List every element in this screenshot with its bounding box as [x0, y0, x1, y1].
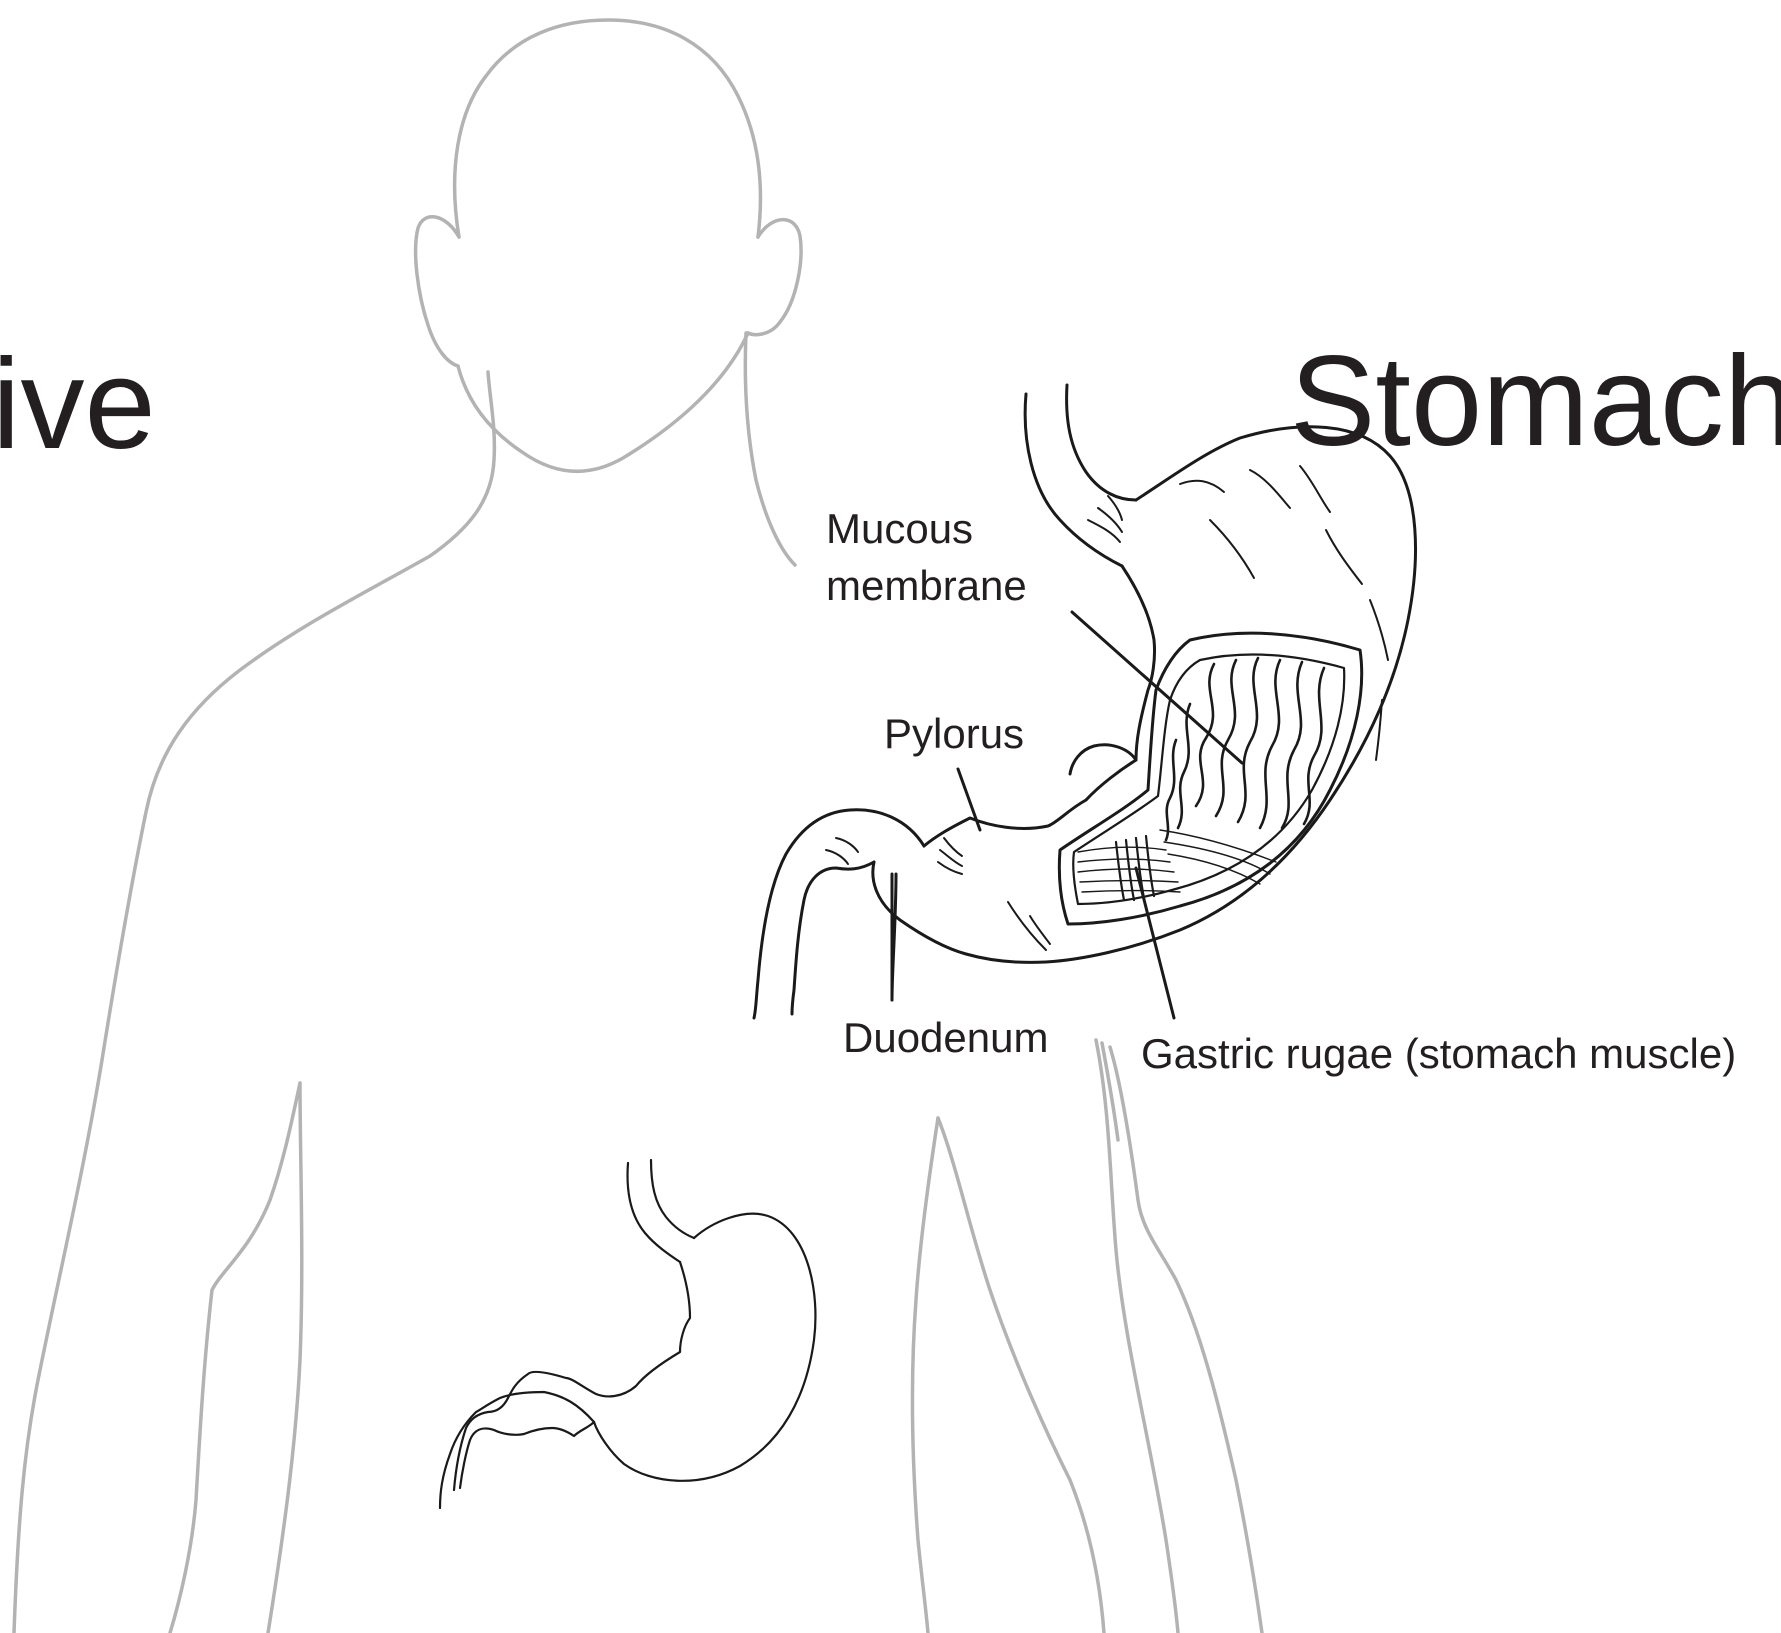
left-torso-side-outline	[268, 1083, 302, 1633]
pylorus-ring-1	[944, 838, 962, 856]
muscle-line-4	[1080, 881, 1178, 883]
stomach-lesser-curvature	[1086, 566, 1155, 800]
head-outline	[455, 20, 761, 237]
ruga-7	[1178, 704, 1190, 828]
antrum-fold-2	[1030, 916, 1050, 944]
right-torso-side-outline	[912, 1118, 938, 1633]
left-shoulder-outline	[14, 556, 430, 1633]
muscle-line-5	[1082, 891, 1180, 893]
muscle-line-1	[1078, 847, 1166, 852]
stomach-greater-curvature	[966, 427, 1415, 963]
esophagus-left	[1025, 394, 1122, 566]
small-stomach-icon	[440, 1160, 815, 1508]
cutaway-window-inner	[1073, 654, 1344, 904]
muscle-right-1	[1160, 830, 1276, 862]
mucous-membrane-label-line1: Mucous	[826, 505, 973, 552]
small-stomach-inner	[508, 1262, 690, 1398]
pylorus-label: Pylorus	[884, 710, 1024, 757]
body-silhouette	[14, 20, 1262, 1633]
right-neck-outline	[745, 333, 795, 565]
gastric-rugae-label: Gastric rugae (stomach muscle)	[1141, 1030, 1736, 1077]
muscle-line-2	[1078, 859, 1170, 862]
small-esophagus-right	[651, 1160, 694, 1238]
muscle-right-2	[1164, 842, 1270, 874]
duodenum-inner	[792, 862, 874, 1014]
ruga-8	[1166, 740, 1176, 840]
duodenum-fold-1	[836, 838, 858, 852]
right-ear-outline	[748, 220, 801, 335]
duodenum-label: Duodenum	[843, 1014, 1048, 1061]
ruga-2	[1216, 660, 1236, 816]
ruga-6	[1304, 668, 1324, 824]
right-shoulder-outline	[1110, 1047, 1262, 1633]
left-ear-outline	[416, 217, 459, 366]
pylorus-underside	[873, 862, 966, 954]
fundus-fold-6	[1370, 600, 1388, 660]
ruga-5	[1282, 662, 1302, 828]
stomach-title: Stomach	[1290, 330, 1781, 473]
face-outline	[458, 333, 748, 471]
small-stomach-outline	[440, 1214, 815, 1508]
small-duodenum-bottom	[524, 1422, 594, 1436]
mucous-membrane-label-line2: membrane	[826, 562, 1027, 609]
ruga-4	[1260, 660, 1280, 828]
duodenum-fold-2	[826, 850, 848, 864]
esophagus-right	[1067, 385, 1136, 500]
pylorus-body	[924, 800, 1086, 846]
fundus-fold-1	[1180, 481, 1224, 492]
right-upper-arm-outline	[1096, 1040, 1178, 1633]
ruga-3	[1238, 658, 1258, 822]
small-esophagus-left	[628, 1163, 680, 1262]
muscle-line-3	[1078, 869, 1174, 872]
antrum-fold	[1008, 902, 1046, 950]
pylorus-bulge	[1070, 745, 1136, 774]
right-armpit-outline	[938, 1118, 1104, 1633]
detailed-stomach	[754, 385, 1415, 1018]
left-neck-outline	[430, 372, 494, 556]
rugae-folds	[1166, 658, 1324, 840]
leader-lines	[892, 612, 1242, 1018]
small-duodenum-curve	[460, 1428, 524, 1488]
partial-title: ive	[0, 333, 156, 476]
fundus-fold-5	[1326, 530, 1362, 584]
fundus-fold-4	[1210, 520, 1254, 578]
duodenum-top	[754, 810, 924, 1018]
fundus-fold-2	[1250, 470, 1290, 508]
muscle-band-4	[1146, 836, 1154, 896]
